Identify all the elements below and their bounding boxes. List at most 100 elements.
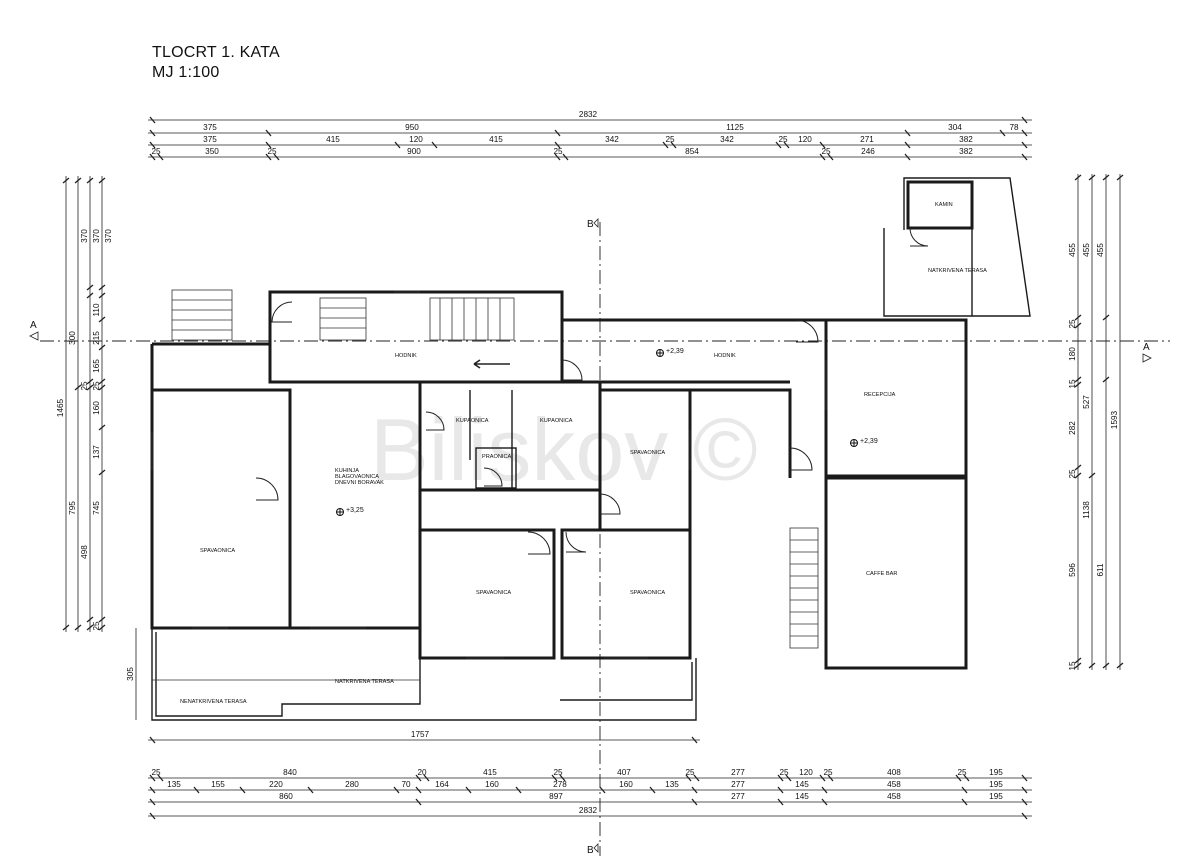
dim-left-a-1: 110 xyxy=(92,303,101,316)
windows xyxy=(150,290,968,660)
dim-bottom-r3-1: 897 xyxy=(549,792,563,801)
corridor-arrow-icon xyxy=(473,359,510,369)
dim-top-r2-6: 342 xyxy=(720,135,734,144)
dim-right-a-4: 282 xyxy=(1068,421,1077,435)
room-natkrivena-terasa-ne: NATKRIVENA TERASA xyxy=(928,268,987,274)
dim-top-r2-0: 375 xyxy=(203,135,217,144)
dim-right-outer: 1593 xyxy=(1110,410,1119,429)
dim-bottom-r1-11: 408 xyxy=(887,768,901,777)
dim-bottom-r2-10: 277 xyxy=(731,780,745,789)
section-a-left-arrow-icon xyxy=(29,331,39,341)
dim-top-r2-8: 120 xyxy=(798,135,812,144)
room-spavaonica-c: SPAVAONICA xyxy=(476,590,511,596)
dim-left-outer: 1465 xyxy=(56,398,65,417)
room-spavaonica-e: SPAVAONICA xyxy=(630,590,665,596)
section-a-right-arrow-icon xyxy=(1142,353,1152,363)
stairs xyxy=(171,289,819,649)
dim-top-r2-4: 342 xyxy=(605,135,619,144)
bottom-dimension-chains: 25 840 20 415 25 407 25 277 25 120 25 40… xyxy=(148,768,1032,820)
room-hodnik-west: HODNIK xyxy=(395,353,417,359)
section-lines: A A B B xyxy=(29,218,1170,856)
dim-top-r3-2: 25 xyxy=(267,147,277,156)
dim-top-r3-3: 900 xyxy=(407,147,421,156)
dim-right-mid-0: 455 xyxy=(1082,243,1091,257)
dim-top-r2-10: 382 xyxy=(959,135,973,144)
dim-bottom-r3-5: 195 xyxy=(989,792,1003,801)
room-nenatkrivena-terasa: NENATKRIVENA TERASA xyxy=(180,699,247,705)
dim-left-b-0: 370 xyxy=(80,229,89,243)
dim-left-a-0: 370 xyxy=(92,229,101,243)
section-a-right-label: A xyxy=(1143,342,1150,353)
dim-top-r2-7: 25 xyxy=(778,135,788,144)
dim-left-b-1: 25 xyxy=(80,381,89,391)
dim-top-r2-2: 120 xyxy=(409,135,423,144)
dim-right-a-5: 25 xyxy=(1068,469,1077,479)
dim-top-r3-4: 25 xyxy=(553,147,563,156)
dim-bottom-r2-5: 164 xyxy=(435,780,449,789)
room-kuhinja: KUHINJA xyxy=(335,468,359,474)
dim-right-mid-1: 527 xyxy=(1082,395,1091,409)
dim-south-terrace: 1757 xyxy=(411,730,430,739)
dim-right-a-3: 15 xyxy=(1068,379,1077,389)
dim-left-a-3: 165 xyxy=(92,359,101,373)
dim-left-mid-1: 795 xyxy=(68,501,77,515)
dim-top-r3-8: 382 xyxy=(959,147,973,156)
dim-bottom-r1-3: 415 xyxy=(483,768,497,777)
dim-bottom-r2-11: 145 xyxy=(795,780,809,789)
dim-top-r3-1: 350 xyxy=(205,147,219,156)
dim-bottom-r3-0: 860 xyxy=(279,792,293,801)
dim-top-r3-7: 246 xyxy=(861,147,875,156)
dim-bottom-r1-4: 25 xyxy=(553,768,563,777)
dim-left-a-2: 215 xyxy=(92,331,101,345)
room-dnevni-boravak: DNEVNI BORAVAK xyxy=(335,480,384,486)
dim-bottom-r2-7: 278 xyxy=(553,780,567,789)
dim-top-r1-3: 304 xyxy=(948,123,962,132)
section-b-bottom-label: B xyxy=(587,845,594,856)
dim-bottom-r2-13: 195 xyxy=(989,780,1003,789)
left-dimension-chains: 1465 300 795 370 25 498 370 110 215 165 … xyxy=(56,176,137,720)
dim-bottom-r1-2: 20 xyxy=(417,768,427,777)
dim-bottom-r2-8: 160 xyxy=(619,780,633,789)
room-natkrivena-terasa-s: NATKRIVENA TERASA xyxy=(335,679,394,685)
dim-top-r1-0: 375 xyxy=(203,123,217,132)
dim-left-a-7: 745 xyxy=(92,501,101,515)
drawing-title: TLOCRT 1. KATA xyxy=(152,44,280,61)
level-hodnik: +2,39 xyxy=(666,348,684,355)
doors xyxy=(255,227,929,555)
dim-top-r2-9: 271 xyxy=(860,135,874,144)
dim-bottom-r2-3: 280 xyxy=(345,780,359,789)
dim-bottom-r1-12: 25 xyxy=(957,768,967,777)
dim-left-c-0: 370 xyxy=(104,229,113,243)
dim-bottom-r1-10: 25 xyxy=(823,768,833,777)
dim-right-a-6: 596 xyxy=(1068,563,1077,577)
drawing-scale: MJ 1:100 xyxy=(152,64,220,81)
dim-left-a-6: 137 xyxy=(92,445,101,459)
dim-bottom-r3-4: 458 xyxy=(887,792,901,801)
dim-right-b-1: 611 xyxy=(1096,563,1105,576)
dim-bottom-r2-0: 135 xyxy=(167,780,181,789)
dim-right-a-7: 15 xyxy=(1068,661,1077,671)
dim-bottom-r1-13: 195 xyxy=(989,768,1003,777)
dim-top-r2-3: 415 xyxy=(489,135,503,144)
dim-right-a-0: 455 xyxy=(1068,243,1077,257)
dim-top-total: 2832 xyxy=(579,110,598,119)
room-blagovaonica: BLAGOVAONICA xyxy=(335,474,379,480)
dim-left-terrace: 305 xyxy=(126,667,135,681)
dim-bottom-r2-2: 220 xyxy=(269,780,283,789)
dim-bottom-r1-8: 25 xyxy=(779,768,789,777)
dim-bottom-r1-1: 840 xyxy=(283,768,297,777)
dim-top-r1-1: 950 xyxy=(405,123,419,132)
section-b-bottom-arrow-icon xyxy=(593,843,599,853)
room-recepcija: RECEPCIJA xyxy=(864,392,896,398)
dim-right-b-0: 455 xyxy=(1096,243,1105,257)
dim-bottom-r2-12: 458 xyxy=(887,780,901,789)
dim-bottom-r1-9: 120 xyxy=(799,768,813,777)
dim-bottom-r1-0: 25 xyxy=(151,768,161,777)
right-dimension-chains: 455 25 180 15 282 25 596 15 455 527 1138… xyxy=(1068,174,1124,671)
dim-top-r1-2: 1125 xyxy=(726,123,744,132)
room-spavaonica-ne: SPAVAONICA xyxy=(630,450,665,456)
room-caffe-bar: CAFFE BAR xyxy=(866,571,897,577)
room-kupaonica-1: KUPAONICA xyxy=(456,418,489,424)
dim-left-b-2: 498 xyxy=(80,545,89,559)
